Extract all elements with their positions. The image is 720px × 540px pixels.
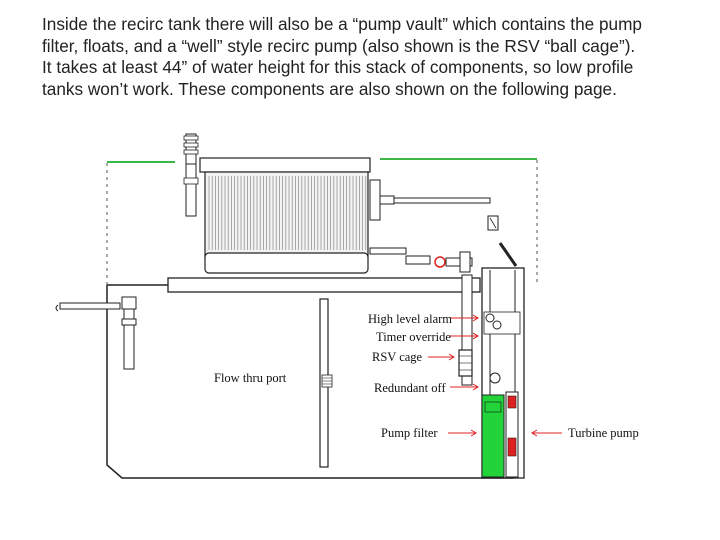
tank-body (106, 285, 524, 479)
return-pipe (393, 197, 491, 204)
label-rsv-cage: RSV cage (372, 350, 423, 364)
discharge-union (405, 255, 431, 265)
vent-pipe-lower (185, 163, 197, 217)
label-flow-thru-port: Flow thru port (214, 371, 287, 385)
pump-motor-cap (507, 395, 517, 409)
high-level-float (485, 313, 495, 323)
arrowhead-high-level (472, 314, 479, 322)
vent-ring-2 (183, 142, 199, 148)
vent-ring-1 (183, 135, 199, 141)
caption-line: tanks won’t work. These components are a… (42, 78, 617, 99)
vent-coupling (183, 177, 199, 185)
inlet-coupling (121, 318, 137, 326)
discharge-tee (459, 251, 471, 273)
label-pump-filter: Pump filter (381, 426, 438, 440)
filter-pod-lid (199, 157, 371, 173)
label-redundant-off: Redundant off (374, 381, 446, 395)
inlet-pipe-end (55, 304, 59, 312)
outlet-elbow (379, 195, 395, 205)
inlet-tee (121, 296, 137, 310)
filter-pod-base (204, 252, 369, 274)
discharge-pipe-right (445, 257, 473, 267)
filter-slot-1 (484, 401, 502, 413)
check-valve-mark (489, 217, 497, 229)
arrowhead-pump-filter (470, 429, 477, 437)
filter-pod-body (204, 171, 369, 258)
discharge-pipe (369, 247, 407, 255)
label-timer-override: Timer override (376, 330, 451, 344)
inlet-pipe (59, 302, 121, 310)
arrowhead-turbine-pump (531, 429, 538, 437)
pump-intake (507, 437, 517, 457)
caption-line: It takes at least 44” of water height fo… (42, 57, 634, 77)
caption-text: Inside the recirc tank there will also b… (42, 14, 702, 100)
filter-pod-ribs (208, 176, 367, 250)
vault-riser-pipe (461, 274, 473, 386)
label-high-level-alarm: High level alarm (368, 312, 452, 326)
flow-valve (434, 256, 446, 268)
outlet-riser (369, 179, 381, 221)
vent-ring-3 (183, 149, 199, 155)
pump-filter (481, 394, 505, 478)
arrowhead-redundant (472, 383, 479, 391)
caption-line: filter, floats, and a “well” style recir… (42, 35, 636, 56)
arrowhead-timer (472, 332, 479, 340)
pipe-diagonal (498, 242, 518, 267)
redundant-off-float (489, 372, 501, 384)
timer-override-float (492, 320, 502, 330)
inlet-dip-pipe (123, 308, 135, 370)
tank-lid (167, 277, 481, 293)
caption-line: Inside the recirc tank there will also b… (42, 14, 642, 34)
arrowhead-rsv (448, 353, 455, 361)
label-turbine-pump: Turbine pump (568, 426, 639, 440)
